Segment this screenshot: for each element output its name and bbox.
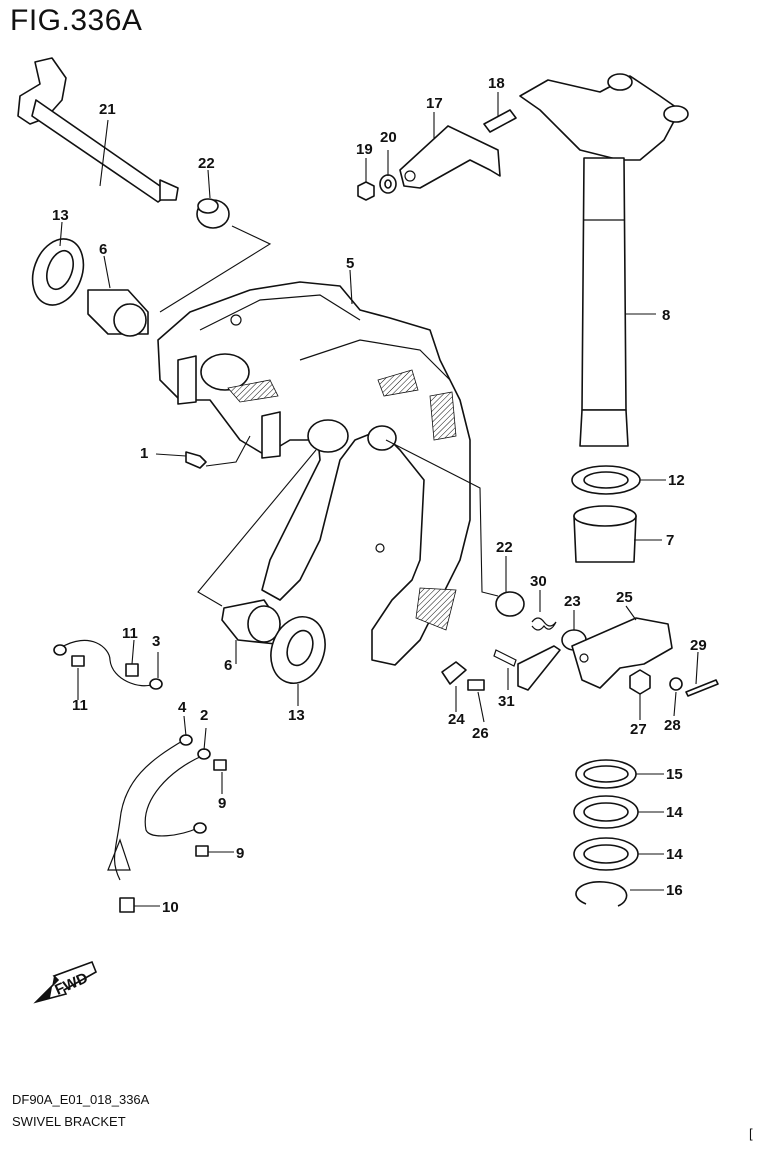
part-22-bushing-upper [196,198,230,229]
callout-4: 4 [178,699,187,716]
leader-lines [59,92,699,907]
part-3-ground-wire [53,639,163,690]
callout-9-upper: 9 [218,795,226,812]
part-24-clip [441,661,467,685]
part-4-ground-wire [107,734,193,881]
callout-22-lower: 22 [496,539,513,556]
callout-11-upper: 11 [122,625,138,642]
callout-19: 19 [356,141,373,158]
part-26-screw [467,679,485,691]
callout-22-upper: 22 [198,155,215,172]
part-25-tilt-lever [571,617,673,689]
part-29-cotter-pin [685,679,719,697]
callout-25: 25 [616,589,633,606]
callout-labels: 21 22 13 6 5 1 17 18 19 20 8 12 7 22 30 … [52,75,707,916]
callout-10: 10 [162,899,179,916]
callout-17: 17 [426,95,443,112]
callout-29: 29 [690,637,707,654]
part-27-nut [629,669,651,695]
part-28-washer [669,677,683,691]
callout-1: 1 [140,445,148,462]
part-12-washer [571,465,641,495]
callout-13-lower: 13 [288,707,305,724]
callout-6-lower: 6 [224,657,232,674]
part-14-washer-a [573,795,639,829]
callout-30: 30 [530,573,547,590]
callout-13-upper: 13 [52,207,69,224]
callout-6-upper: 6 [99,241,107,258]
part-7-bushing [573,505,637,563]
callout-21: 21 [99,101,116,118]
callout-9-lower: 9 [236,845,244,862]
callout-14-b: 14 [666,846,683,863]
callout-15: 15 [666,766,683,783]
callout-3: 3 [152,633,160,650]
callout-20: 20 [380,129,397,146]
callout-28: 28 [664,717,681,734]
part-21-tilt-pin [17,57,179,203]
part-1-grease-nipple [185,451,207,469]
part-31-spring-rod [493,645,561,691]
callout-26: 26 [472,725,489,742]
callout-31: 31 [498,693,515,710]
figure-caption: SWIVEL BRACKET [12,1114,126,1129]
part-15-washer [575,759,637,789]
part-17-bracket [399,125,501,189]
part-16-snap-ring [575,881,628,907]
part-5-swivel-bracket [157,281,471,666]
figure-code: DF90A_E01_018_336A [12,1092,150,1107]
part-11-bolts [71,655,139,677]
callout-5: 5 [346,255,354,272]
part-13-washer-upper [31,238,85,306]
callout-12: 12 [668,472,685,489]
part-10-bolt [119,897,135,913]
callout-14-a: 14 [666,804,683,821]
callout-16: 16 [666,882,683,899]
corner-mark: [ [749,1126,753,1141]
callout-18: 18 [488,75,505,92]
fwd-arrow-icon: FWD [33,960,98,1004]
part-6-bushing-upper [87,289,149,337]
part-6-bushing-lower [221,599,281,645]
part-20-washer [379,174,397,194]
callout-2: 2 [200,707,208,724]
part-2-ground-wire [144,748,211,837]
part-8-steering-shaft [519,73,689,447]
callout-24: 24 [448,711,465,728]
callout-7: 7 [666,532,674,549]
part-19-nut [357,181,375,201]
part-14-washer-b [573,837,639,871]
callout-8: 8 [662,307,670,324]
figure-title: FIG.336A [10,4,143,37]
callout-23: 23 [564,593,581,610]
part-30-spring [531,617,557,631]
part-9-bolts [195,759,227,857]
part-13-washer-lower [270,616,326,684]
callout-27: 27 [630,721,647,738]
part-22-bushing-lower [495,591,525,617]
callout-11-lower: 11 [72,697,88,714]
part-18-stud [483,109,517,133]
